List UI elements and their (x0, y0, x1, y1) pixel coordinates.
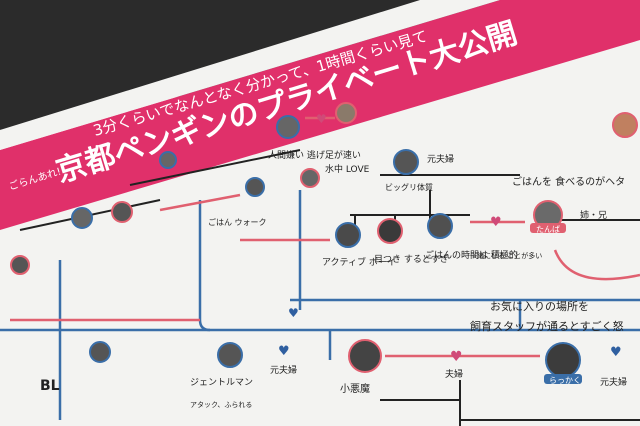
penguin-portrait (217, 342, 243, 368)
penguin-portrait (10, 255, 30, 275)
caption-scholar: ビッグリ体質 (385, 182, 433, 192)
caption-devil: 小悪魔 (340, 382, 370, 395)
caption-one-sided: 一緒にいる ことが多い (470, 251, 542, 260)
broken-heart-icon: ♥ (288, 306, 299, 320)
label-attack: アタック、ふられる (190, 400, 252, 409)
penguin-portraits (10, 102, 638, 378)
caption-rakku: 元夫婦 (600, 376, 627, 388)
rakku-name: らっかく (549, 376, 581, 385)
heart-icon: ♥ (450, 349, 463, 365)
broken-heart-icon: ♥ (610, 345, 622, 360)
caption-active: アクティブ ボーイ (322, 256, 396, 268)
penguin-portrait (335, 102, 357, 124)
pink-relation-lines (10, 116, 640, 358)
tanba-name: たんば (536, 225, 560, 234)
penguin-portrait (393, 149, 419, 175)
penguin-portrait (300, 168, 320, 188)
penguin-portrait (245, 177, 265, 197)
penguin-portrait (348, 339, 382, 373)
caption-eyes: 目つき するどすぎ (374, 253, 449, 265)
caption-tanba: ごはんを 食べるのがヘタ (512, 175, 625, 188)
caption-shy: 人間嫌い 逃げ足が速い (268, 149, 361, 161)
penguin-portrait (377, 218, 403, 244)
broken-heart-icon: ♥ (278, 344, 290, 359)
caption-sibling: 姉・兄 (580, 209, 607, 221)
caption-water: 水中 LOVE (325, 163, 370, 175)
label-former-couple: 元夫婦 (270, 364, 297, 376)
heart-icon: ♥ (316, 112, 327, 126)
caption-eager: ごはんの時間は 積極的 (425, 249, 518, 261)
caption-couple: 元夫婦 (427, 153, 454, 165)
label-bl: BL (40, 378, 60, 394)
penguin-portrait (427, 213, 453, 239)
penguin-portrait (276, 115, 300, 139)
label-favorite-place: お気に入りの場所を (490, 299, 589, 313)
penguin-portrait (111, 201, 133, 223)
penguin-portrait (545, 342, 581, 378)
penguin-portrait (159, 151, 177, 169)
staff-portrait (612, 112, 638, 138)
name-tag (544, 374, 582, 384)
label-staff-line: 飼育スタッフが通るとすごく怒 (470, 319, 624, 333)
penguin-portrait (89, 341, 111, 363)
blue-relation-lines (0, 190, 640, 420)
heart-icon: ♥ (490, 215, 502, 230)
label-walk: ごはん ウォーク (208, 217, 267, 227)
label-couple: 夫婦 (445, 368, 463, 380)
black-relation-lines (19, 149, 640, 426)
penguin-portrait (335, 222, 361, 248)
title-banner (0, 0, 640, 230)
penguin-portrait (71, 207, 93, 229)
banner-top-strip (0, 0, 500, 150)
caption-gentleman: ジェントルマン (190, 378, 253, 388)
name-tag (530, 223, 566, 233)
